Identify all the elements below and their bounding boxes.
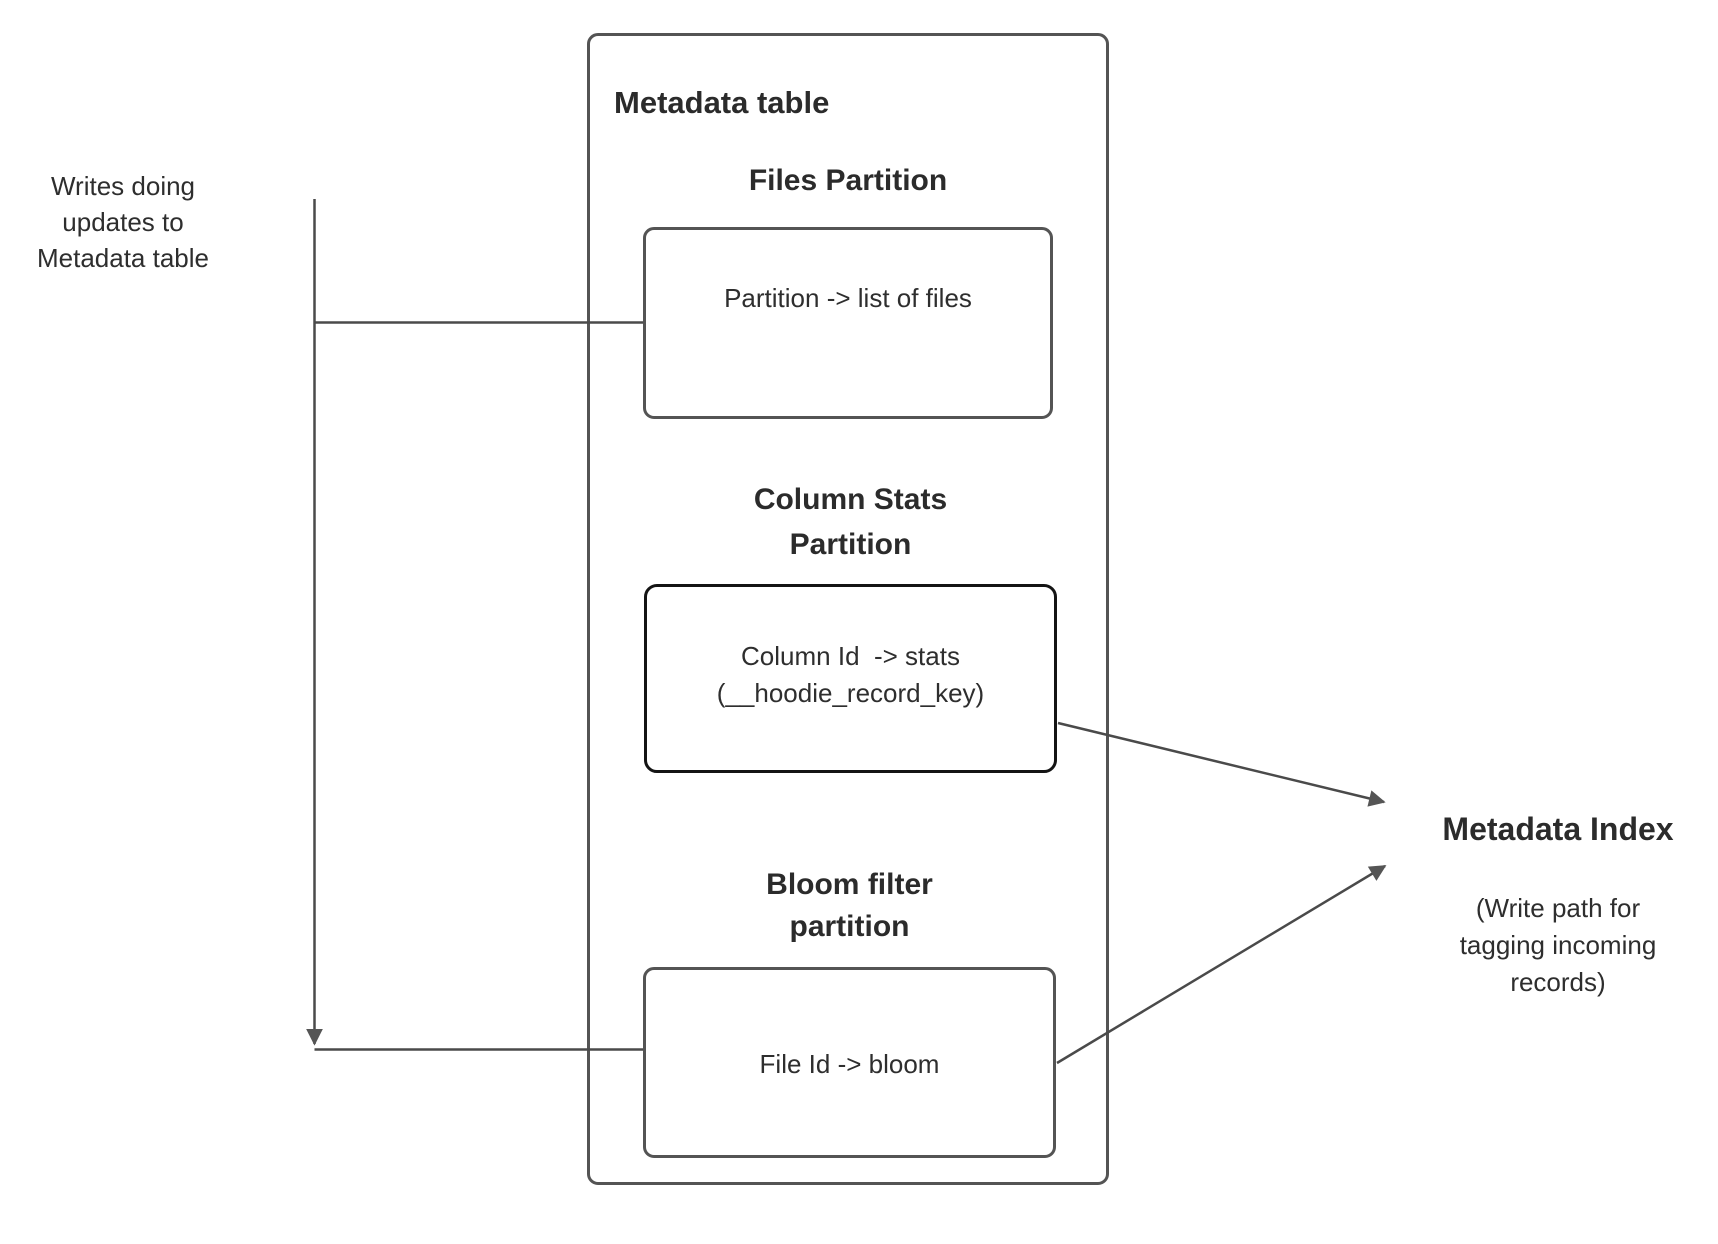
bloom-filter-label: File Id -> bloom: [759, 1049, 940, 1079]
metadata-index-note: (Write path for tagging incoming records…: [1459, 893, 1657, 997]
metadata-index-title: Metadata Index: [1442, 811, 1674, 847]
bloom-filter-heading: Bloom filter partition: [766, 868, 933, 943]
files-partition-heading: Files Partition: [748, 164, 948, 197]
files-partition-label: Partition -> list of files: [724, 283, 972, 313]
metadata-table-box: [587, 33, 1109, 1185]
column-stats-box: [644, 584, 1057, 773]
files-partition-box: [643, 227, 1053, 419]
column-stats-label: Column Id -> stats (__hoodie_record_key): [716, 641, 985, 708]
writes-note-label: Writes doing updates to Metadata table: [36, 171, 209, 273]
metadata-table-title: Metadata table: [614, 85, 830, 120]
column-stats-heading: Column Stats Partition: [753, 483, 948, 561]
bloom-filter-box: [643, 967, 1056, 1158]
